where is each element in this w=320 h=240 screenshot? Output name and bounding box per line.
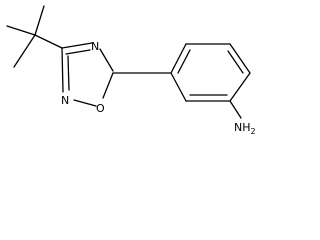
atom-label-n2: N xyxy=(61,94,69,107)
bond-quaternary-carbon-to-methyl-bottom xyxy=(13,34,36,68)
bond-n2-c3-double-inner xyxy=(67,55,70,91)
atom-label-n4: N xyxy=(91,40,99,53)
bond-quaternary-carbon-to-methyl-left xyxy=(6,25,36,36)
tert-butyl-group xyxy=(6,5,63,68)
bond-quaternary-carbon-to-methyl-top xyxy=(34,5,45,36)
bond-aryl-to-amine xyxy=(229,100,242,119)
bond-o1-n2 xyxy=(73,99,97,107)
molecule-svg: N N O NH2 xyxy=(6,5,256,136)
oxadiazole-ring xyxy=(61,42,114,107)
bond-benzene-4-5 xyxy=(229,72,251,102)
bond-c3-n4-double-inner xyxy=(65,49,91,55)
amine-nh-text: NH xyxy=(234,121,251,134)
bond-benzene-inner-3-4 xyxy=(227,50,244,74)
benzene-ring xyxy=(170,43,251,102)
bond-benzene-6-1 xyxy=(170,72,187,102)
amine-subscript-text: 2 xyxy=(251,127,256,136)
structure-diagram: N N O NH2 xyxy=(6,5,256,136)
bond-benzene-3-4 xyxy=(229,43,251,74)
atom-label-o1: O xyxy=(96,102,105,115)
bond-quaternary-carbon-to-ring-c3 xyxy=(34,34,63,49)
bond-benzene-inner-1-2 xyxy=(177,49,191,74)
bond-benzene-1-2 xyxy=(170,43,187,74)
bond-c3-n4-double-outer xyxy=(61,42,93,49)
atom-label-amine: NH2 xyxy=(234,121,256,136)
bond-n2-c3-double-outer xyxy=(61,47,64,93)
bond-n4-c5 xyxy=(99,48,114,72)
bond-c5-o1 xyxy=(102,72,114,99)
